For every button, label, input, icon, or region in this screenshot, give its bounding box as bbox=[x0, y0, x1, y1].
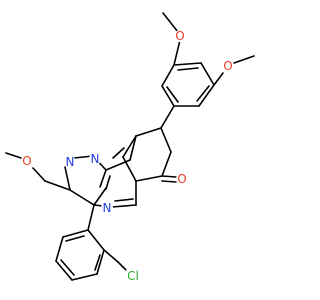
bond bbox=[177, 67, 199, 71]
bond bbox=[55, 260, 73, 281]
bond bbox=[162, 12, 179, 33]
chlorine-label: Cl bbox=[127, 269, 139, 283]
bond bbox=[93, 187, 107, 206]
bond bbox=[161, 180, 177, 183]
atom-o-top-methoxy: O bbox=[174, 29, 186, 43]
atom-o-ketone: O bbox=[176, 172, 188, 186]
atom-n-pyrazole-left: N bbox=[64, 155, 76, 169]
bond bbox=[60, 259, 75, 276]
bond bbox=[55, 236, 64, 262]
bond bbox=[71, 273, 98, 281]
bond bbox=[173, 39, 181, 66]
nitrogen-label: N bbox=[103, 201, 112, 215]
molecule-structure: O O O N N N O Cl bbox=[5, 12, 255, 285]
bond bbox=[200, 62, 215, 86]
bond bbox=[62, 229, 89, 238]
bond bbox=[213, 72, 224, 86]
bond bbox=[103, 249, 119, 263]
atom-chlorine: Cl bbox=[124, 267, 142, 285]
bond bbox=[111, 204, 137, 208]
bond bbox=[69, 189, 95, 206]
oxygen-label: O bbox=[223, 59, 232, 73]
bond bbox=[135, 175, 163, 182]
bond bbox=[114, 198, 134, 202]
bond bbox=[196, 85, 210, 102]
oxygen-label: O bbox=[22, 154, 31, 168]
bond bbox=[173, 62, 202, 66]
oxygen-label: O bbox=[177, 172, 186, 186]
bond bbox=[65, 235, 85, 242]
bond bbox=[96, 249, 105, 275]
bond bbox=[160, 105, 175, 129]
bond-layer bbox=[5, 12, 255, 281]
bond bbox=[198, 84, 215, 107]
bond bbox=[117, 261, 127, 271]
bond bbox=[135, 127, 162, 137]
bond bbox=[99, 169, 107, 188]
nitrogen-label: N bbox=[66, 155, 75, 169]
bond bbox=[129, 135, 137, 161]
atom-o-left-methoxy: O bbox=[21, 154, 33, 168]
atom-o-right-methoxy: O bbox=[222, 59, 234, 73]
bond bbox=[94, 254, 101, 271]
bond bbox=[44, 180, 71, 191]
bond bbox=[233, 55, 255, 64]
nitrogen-label: N bbox=[91, 152, 100, 166]
bond bbox=[161, 175, 177, 178]
bond bbox=[161, 64, 175, 87]
bond bbox=[160, 127, 172, 153]
bond bbox=[161, 151, 172, 177]
bond bbox=[112, 147, 125, 159]
atom-n-pyrazole-right: N bbox=[89, 152, 101, 166]
bond bbox=[105, 159, 131, 171]
bond bbox=[64, 166, 71, 191]
bond bbox=[166, 86, 179, 103]
bond bbox=[122, 156, 137, 182]
bond bbox=[122, 135, 137, 158]
bond bbox=[32, 167, 46, 182]
bond bbox=[105, 175, 111, 190]
bond bbox=[87, 204, 95, 231]
bond bbox=[87, 229, 105, 251]
bond bbox=[161, 85, 175, 107]
oxygen-label: O bbox=[175, 29, 184, 43]
bond bbox=[5, 152, 22, 159]
atom-n-pyrimidine: N bbox=[101, 201, 113, 215]
atom-label-layer: O O O N N N O Cl bbox=[21, 29, 234, 285]
